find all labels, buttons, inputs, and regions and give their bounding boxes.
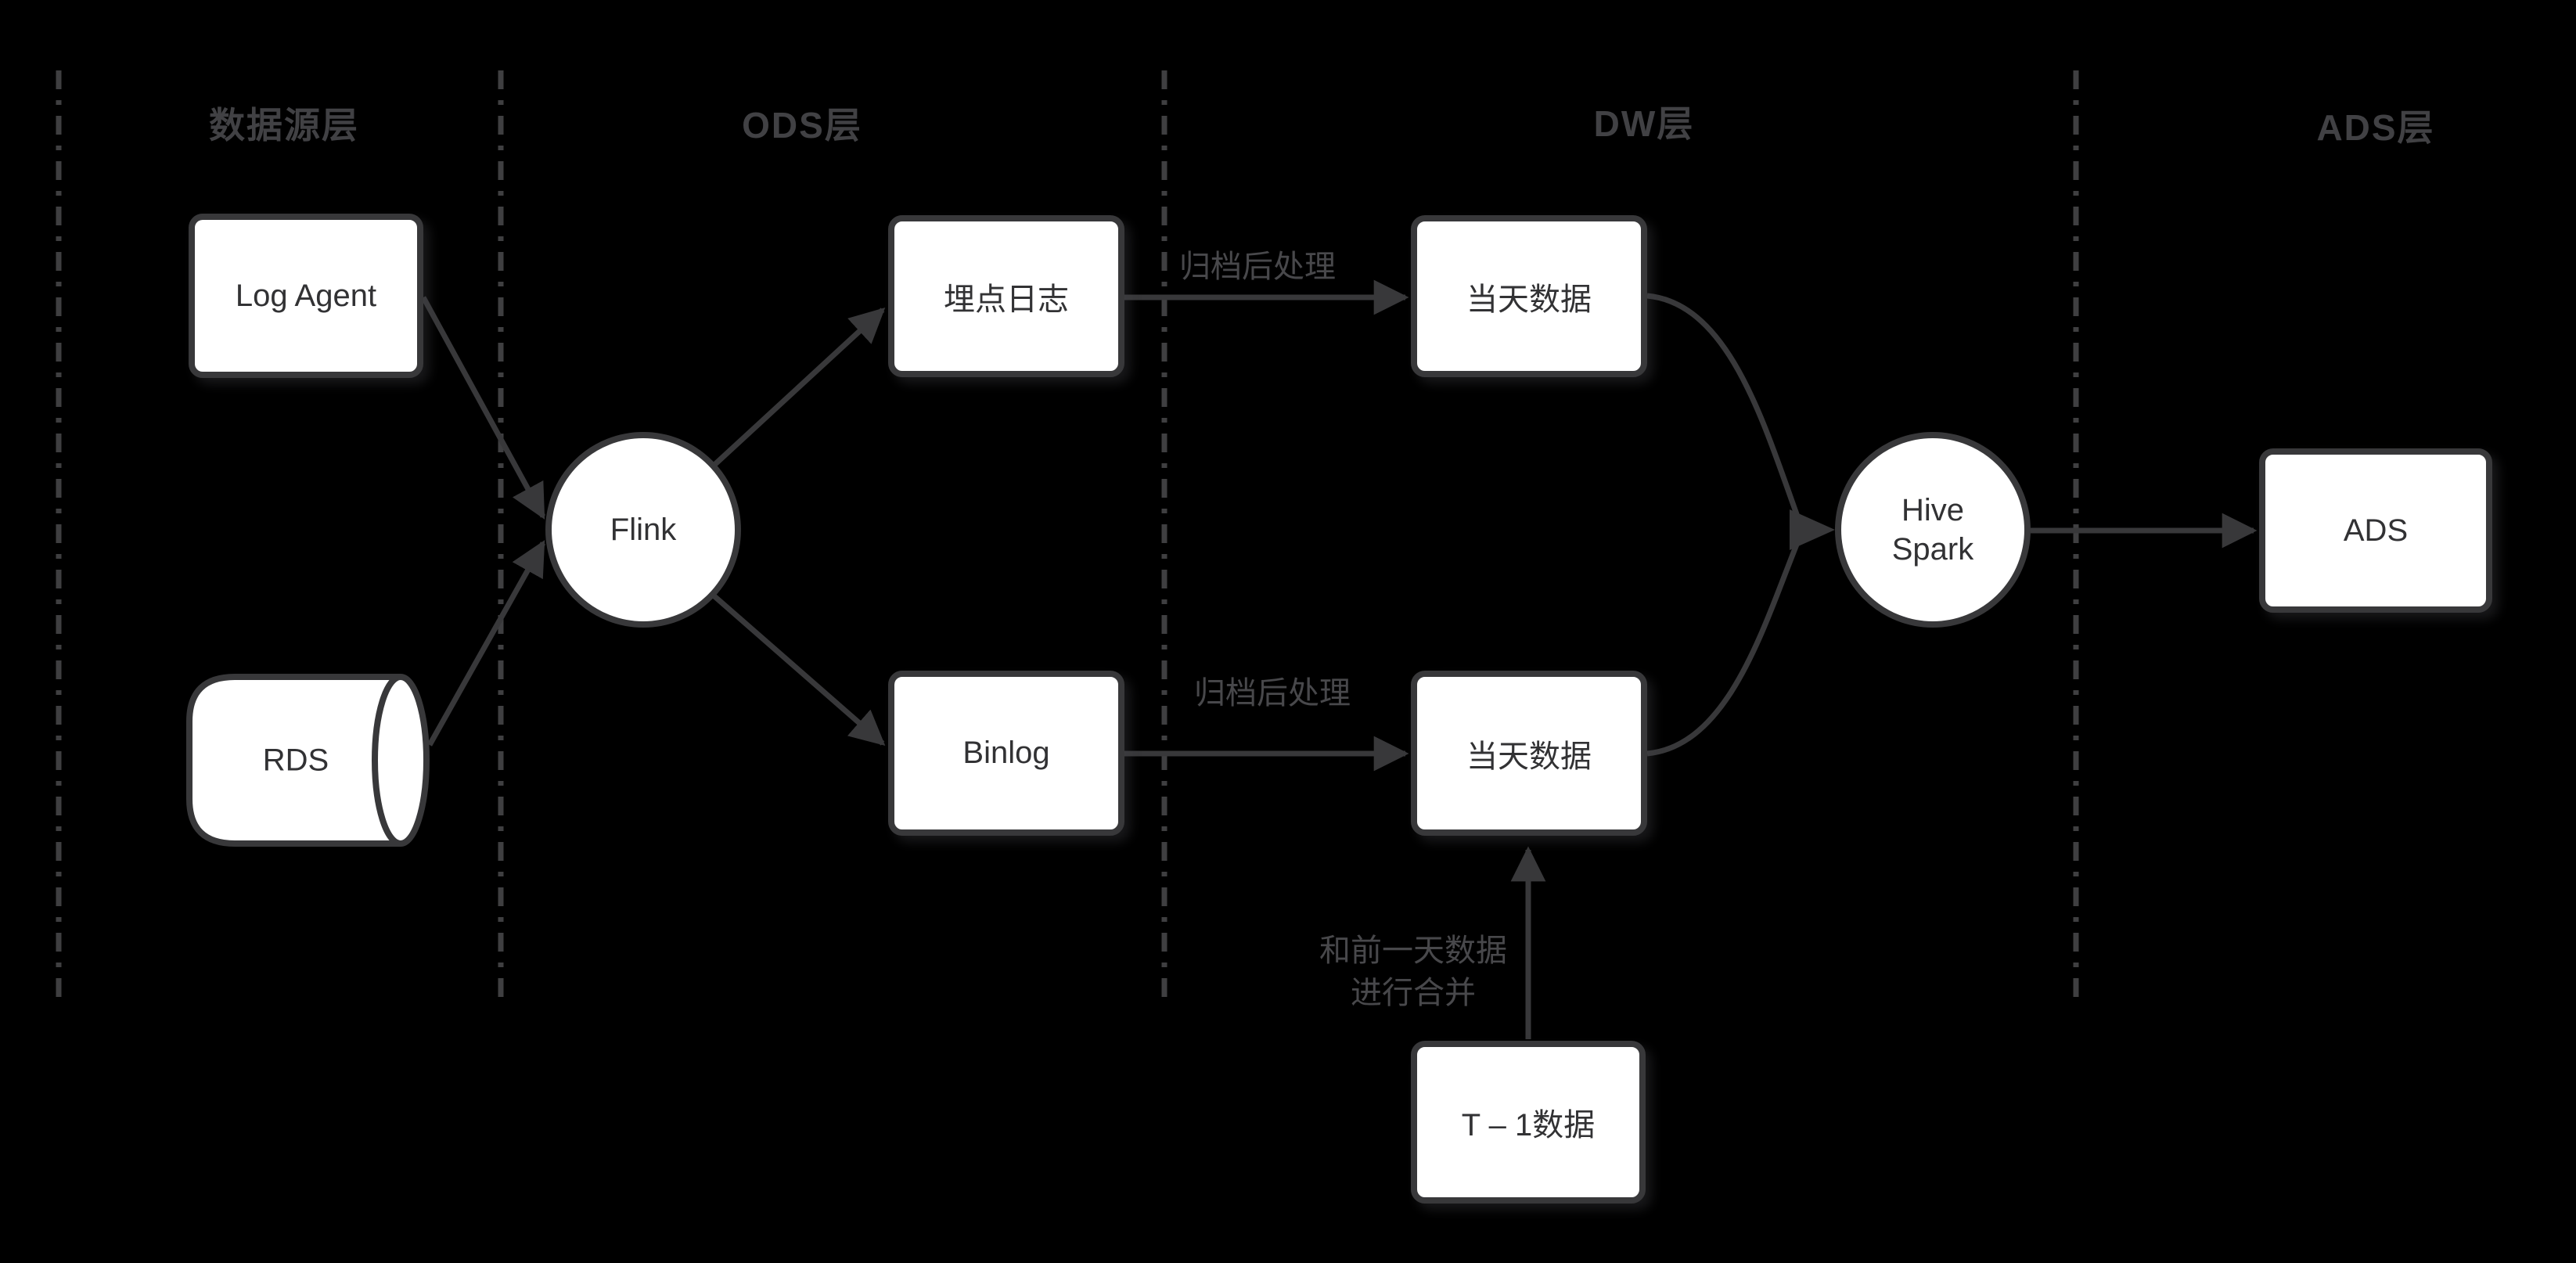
layer-dividers [56,70,2079,999]
node-flink-label: Flink [610,513,677,547]
edge-rds-to-flink [426,540,546,747]
edge-flink-to-binlog [712,594,886,746]
layer-header-dw: DW层 [1593,103,1695,144]
node-today-data-top-label: 当天数据 [1466,282,1592,317]
rds-cylinder-body [186,674,401,847]
merge-arrowhead [1790,509,1835,550]
node-flink: Flink [545,432,741,628]
layer-header-ods: ODS层 [742,105,862,146]
node-rds-label: RDS [262,743,329,778]
node-binlog-label: Binlog [962,736,1050,770]
node-hive-spark: Hive Spark [1835,432,2031,628]
node-hive-spark-label: Hive Spark [1891,493,1974,567]
edge-label-merge: 和前一天数据 进行合并 [1319,934,1507,1010]
node-log-agent-label: Log Agent [235,278,377,313]
node-today-data-top: 当天数据 [1411,215,1647,377]
node-ads: ADS [2259,448,2492,613]
edge-today-data-top-to-hive-spark [1646,293,1803,524]
node-tracking-log-label: 埋点日志 [944,282,1069,317]
node-today-data-bottom-label: 当天数据 [1466,739,1592,774]
edge-log-agent-to-flink [420,296,546,520]
edge-label-archive-bottom: 归档后处理 [1194,676,1351,711]
node-binlog: Binlog [888,671,1124,836]
layer-header-ads: ADS层 [2316,107,2435,148]
node-tracking-log: 埋点日志 [888,215,1124,377]
node-t-minus-1-data-label: T – 1数据 [1461,1108,1596,1142]
edge-flink-to-tracking-log [712,307,886,467]
node-log-agent: Log Agent [189,214,423,378]
node-today-data-bottom: 当天数据 [1411,671,1647,836]
layer-header-source: 数据源层 [209,105,359,146]
edges [420,279,2258,1039]
edge-today-data-bottom-to-hive-spark [1646,535,1803,757]
node-ads-label: ADS [2343,513,2409,548]
rds-cylinder-shape [186,674,430,847]
rds-cylinder-cap [372,674,430,847]
edge-label-archive-top: 归档后处理 [1179,250,1336,284]
node-t-minus-1-data: T – 1数据 [1411,1041,1646,1204]
